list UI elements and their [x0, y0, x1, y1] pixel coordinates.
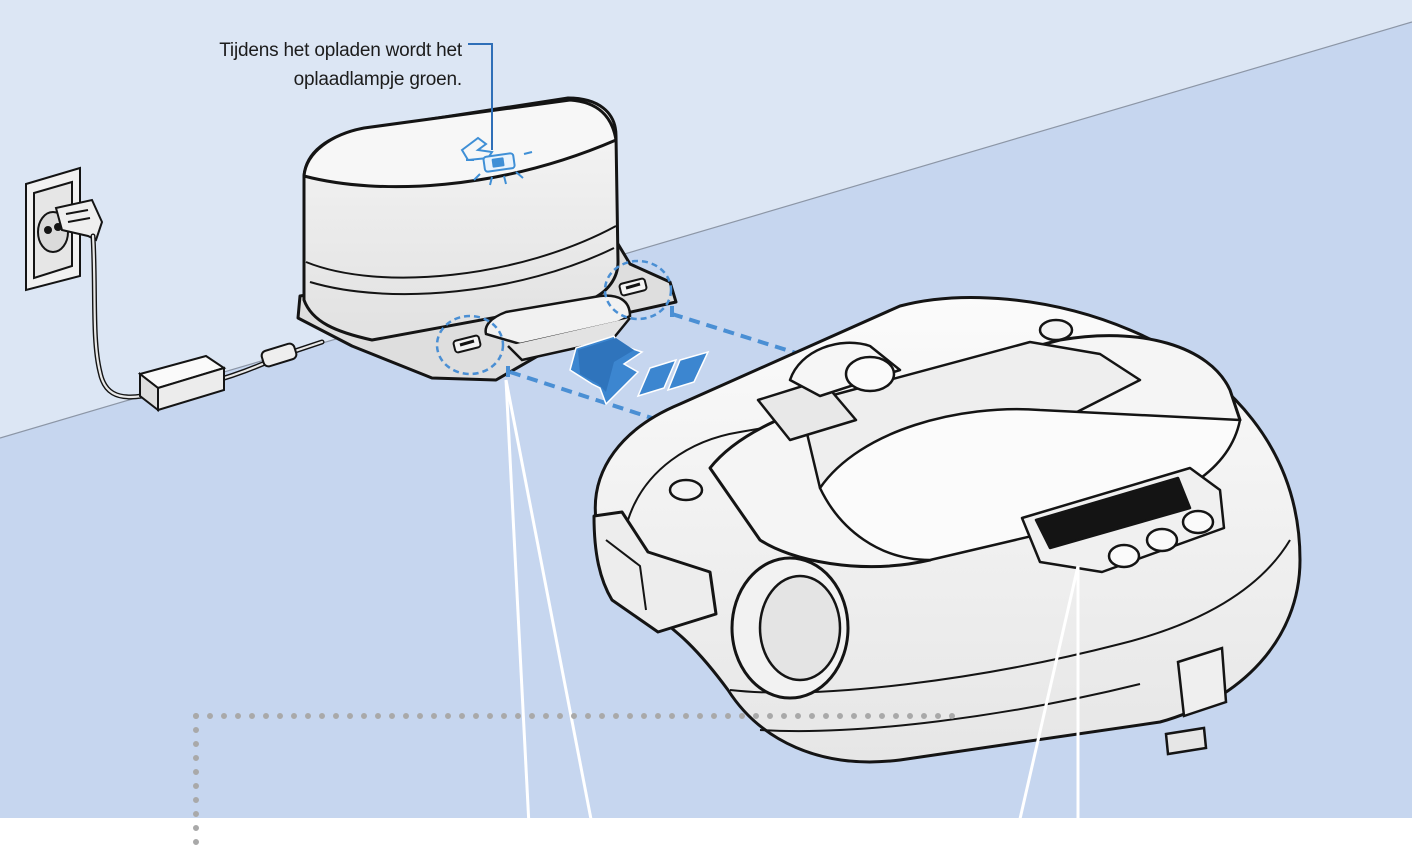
docking-arrow-icon [569, 335, 710, 406]
docking-recess [484, 294, 632, 362]
robot-sensor-bump [668, 318, 1074, 502]
dotted-guide-line [193, 713, 965, 845]
robot-top-cover [708, 334, 1242, 569]
callout-leader-line [468, 43, 493, 150]
control-panel-icon [1020, 466, 1226, 574]
robot-front-bumper [592, 510, 718, 634]
callout-line-1: Tijdens het opladen wordt het [219, 40, 462, 61]
zoom-callout-lines [504, 379, 1080, 845]
charging-contact-left [435, 314, 505, 376]
bottom-band [0, 818, 1412, 845]
callout-line-2: oplaadlampje groen. [293, 69, 463, 90]
wall-floor-edge [0, 21, 1412, 439]
charging-contact-right [603, 259, 673, 321]
charging-indicator-icon [466, 151, 533, 186]
alignment-guide-lines [506, 306, 813, 422]
charging-callout-text: Tijdens het opladen wordt het oplaadlamp… [120, 36, 462, 94]
charging-station-icon [296, 96, 678, 382]
robot-rear-caster [1164, 646, 1228, 756]
robot-wheel [730, 556, 850, 700]
cable-ferrite [260, 342, 298, 368]
power-adapter-icon [137, 354, 227, 413]
power-plug-icon [54, 198, 104, 242]
